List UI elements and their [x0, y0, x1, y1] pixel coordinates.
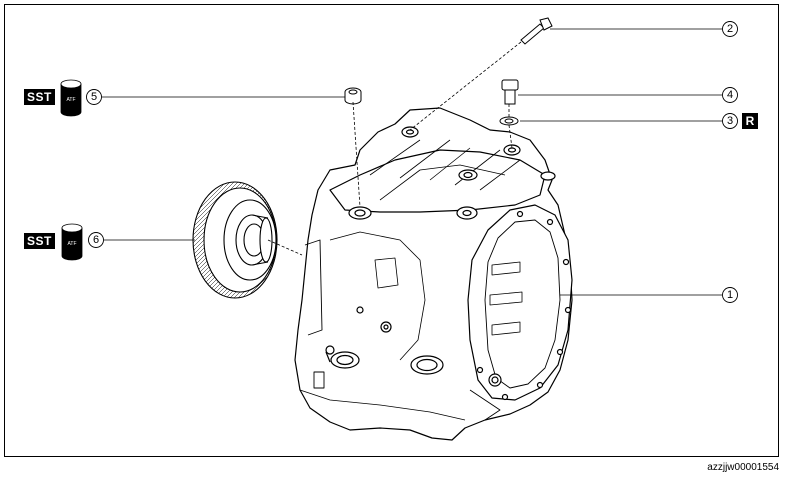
callout-6-circle — [88, 232, 104, 248]
atf-can-6: ATF — [61, 223, 83, 261]
sst-badge-5: SST — [24, 89, 55, 105]
callout-circles — [86, 21, 738, 303]
atf-can-5: ATF — [60, 79, 82, 117]
callout-3-number: 3 — [727, 115, 733, 127]
assembly-lines — [267, 41, 522, 256]
callout-2-number: 2 — [727, 23, 733, 35]
atf-label-6: ATF — [67, 241, 76, 247]
callout-5-number: 5 — [91, 91, 97, 103]
callout-3-circle — [722, 113, 738, 129]
bolt — [520, 17, 553, 45]
callout-5-circle — [86, 89, 102, 105]
transaxle-case — [294, 107, 573, 441]
oil-seal — [344, 87, 362, 105]
atf-label-5: ATF — [66, 97, 75, 103]
washer — [499, 116, 519, 126]
figure-id: azzjjw00001554 — [707, 462, 779, 473]
callout-1-number: 1 — [727, 289, 733, 301]
replace-badge: R — [742, 113, 758, 129]
diagram-frame — [4, 4, 779, 457]
plug — [501, 79, 519, 105]
output-gear — [192, 181, 278, 299]
callout-1-circle — [722, 287, 738, 303]
callout-6-number: 6 — [93, 234, 99, 246]
sst-badge-6: SST — [24, 233, 55, 249]
callout-4-number: 4 — [727, 89, 733, 101]
callout-4-circle — [722, 87, 738, 103]
callout-2-circle — [722, 21, 738, 37]
leader-lines — [102, 28, 722, 296]
